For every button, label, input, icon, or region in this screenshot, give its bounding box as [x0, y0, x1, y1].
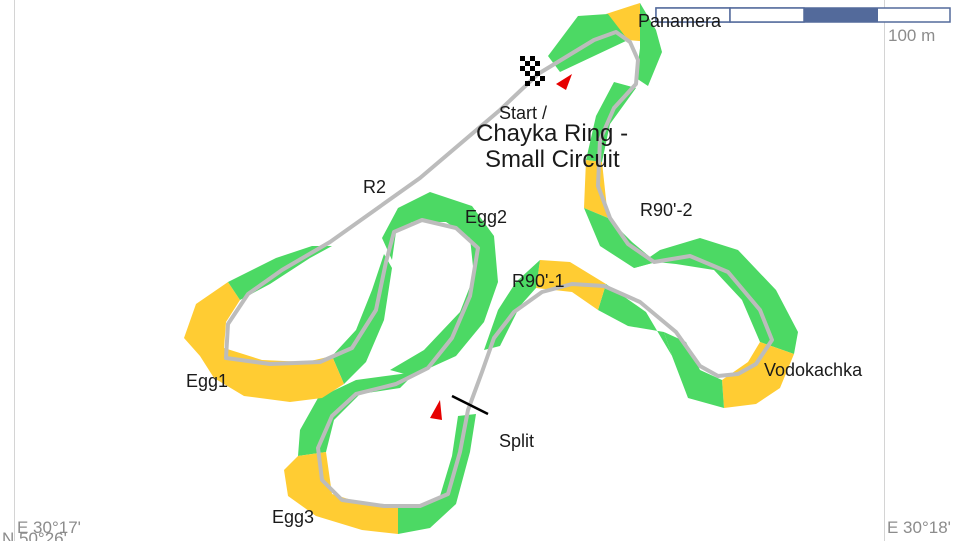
band-egg3-exit	[398, 414, 476, 534]
band-egg2	[382, 192, 498, 376]
band-egg1	[184, 282, 344, 402]
band-panamera	[606, 3, 650, 42]
band-egg3	[284, 452, 398, 534]
section-label-vodokachka: Vodokachka	[764, 360, 863, 380]
coord-bottom-left-lat: N 50°26'	[2, 529, 67, 541]
band-vodokachka	[722, 342, 794, 408]
band-top-right	[636, 3, 662, 86]
coord-bottom-right-lon: E 30°18'	[887, 518, 951, 537]
section-label-r2: R2	[363, 177, 387, 197]
track-bands	[184, 3, 798, 534]
map-title-line1: Chayka Ring -	[476, 120, 629, 147]
track-centerline	[224, 30, 774, 508]
direction-arrow-icon	[556, 74, 572, 90]
band-r90-2	[584, 160, 608, 218]
section-label-split: Split	[499, 431, 535, 451]
band-vodokachka-exit	[664, 332, 724, 408]
band-egg3-left	[298, 372, 416, 456]
checkered-flag-icon	[520, 56, 545, 86]
map-title-line2: Small Circuit	[485, 146, 620, 173]
start-finish-label-line1: Start /	[499, 103, 548, 123]
section-label-egg2: Egg2	[465, 207, 508, 227]
section-label-egg1: Egg1	[186, 371, 229, 391]
band-r90-1-approach	[598, 284, 672, 356]
scale-bar	[655, 7, 951, 23]
coord-bottom-left-lon: E 30°17'	[17, 518, 81, 537]
split-marker-icon	[451, 394, 489, 416]
grid-line-left	[14, 0, 15, 541]
section-label-panamera: Panamera	[638, 11, 722, 31]
band-split-straight	[484, 260, 540, 350]
direction-arrow-icon	[430, 400, 442, 420]
section-label-r90-1: R90'-1	[512, 271, 565, 291]
section-label-egg3: Egg3	[272, 507, 315, 527]
section-label-r90-2: R90'-2	[640, 200, 693, 220]
scale-label: 100 m	[888, 26, 936, 45]
grid-line-right	[884, 0, 885, 541]
band-right-loop	[634, 238, 798, 354]
